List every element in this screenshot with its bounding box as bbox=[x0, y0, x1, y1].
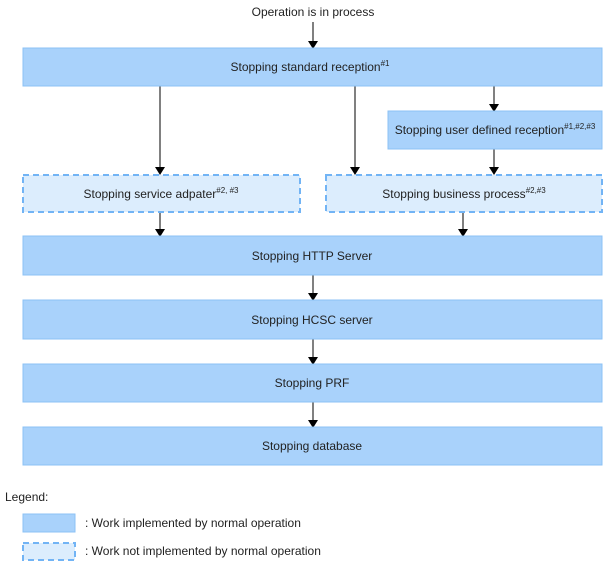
svg-text:Stopping HTTP Server: Stopping HTTP Server bbox=[252, 249, 373, 263]
arrows bbox=[155, 22, 499, 428]
node-business-process: Stopping business process#2,#3 bbox=[325, 174, 603, 213]
node-standard-reception: Stopping standard reception#1 bbox=[22, 47, 603, 87]
svg-text:Stopping HCSC server: Stopping HCSC server bbox=[251, 313, 372, 327]
node-service-adapter: Stopping service adpater#2, #3 bbox=[22, 174, 301, 213]
svg-text:Stopping service adpater#2, #3: Stopping service adpater#2, #3 bbox=[84, 186, 240, 201]
legend-not-implemented-label: : Work not implemented by normal operati… bbox=[85, 544, 321, 558]
node-http-server: Stopping HTTP Server bbox=[22, 235, 603, 276]
node-prf: Stopping PRF bbox=[22, 363, 603, 403]
svg-text:Stopping database: Stopping database bbox=[262, 439, 362, 453]
legend-implemented-label: : Work implemented by normal operation bbox=[85, 516, 301, 530]
node-hcsc-server: Stopping HCSC server bbox=[22, 299, 603, 340]
legend: Legend: : Work implemented by normal ope… bbox=[5, 490, 321, 561]
legend-title: Legend: bbox=[5, 490, 48, 504]
svg-text:Stopping standard reception#1: Stopping standard reception#1 bbox=[230, 59, 390, 74]
legend-solid-swatch bbox=[22, 513, 76, 533]
svg-text:Stopping PRF: Stopping PRF bbox=[275, 376, 350, 390]
svg-text:Stopping business process#2,#3: Stopping business process#2,#3 bbox=[382, 186, 546, 201]
start-label: Operation is in process bbox=[252, 5, 375, 19]
node-user-defined-reception: Stopping user defined reception#1,#2,#3 bbox=[387, 110, 603, 150]
node-database: Stopping database bbox=[22, 426, 603, 466]
svg-text:Stopping user defined receptio: Stopping user defined reception#1,#2,#3 bbox=[395, 122, 596, 137]
legend-dashed-swatch bbox=[22, 542, 76, 561]
